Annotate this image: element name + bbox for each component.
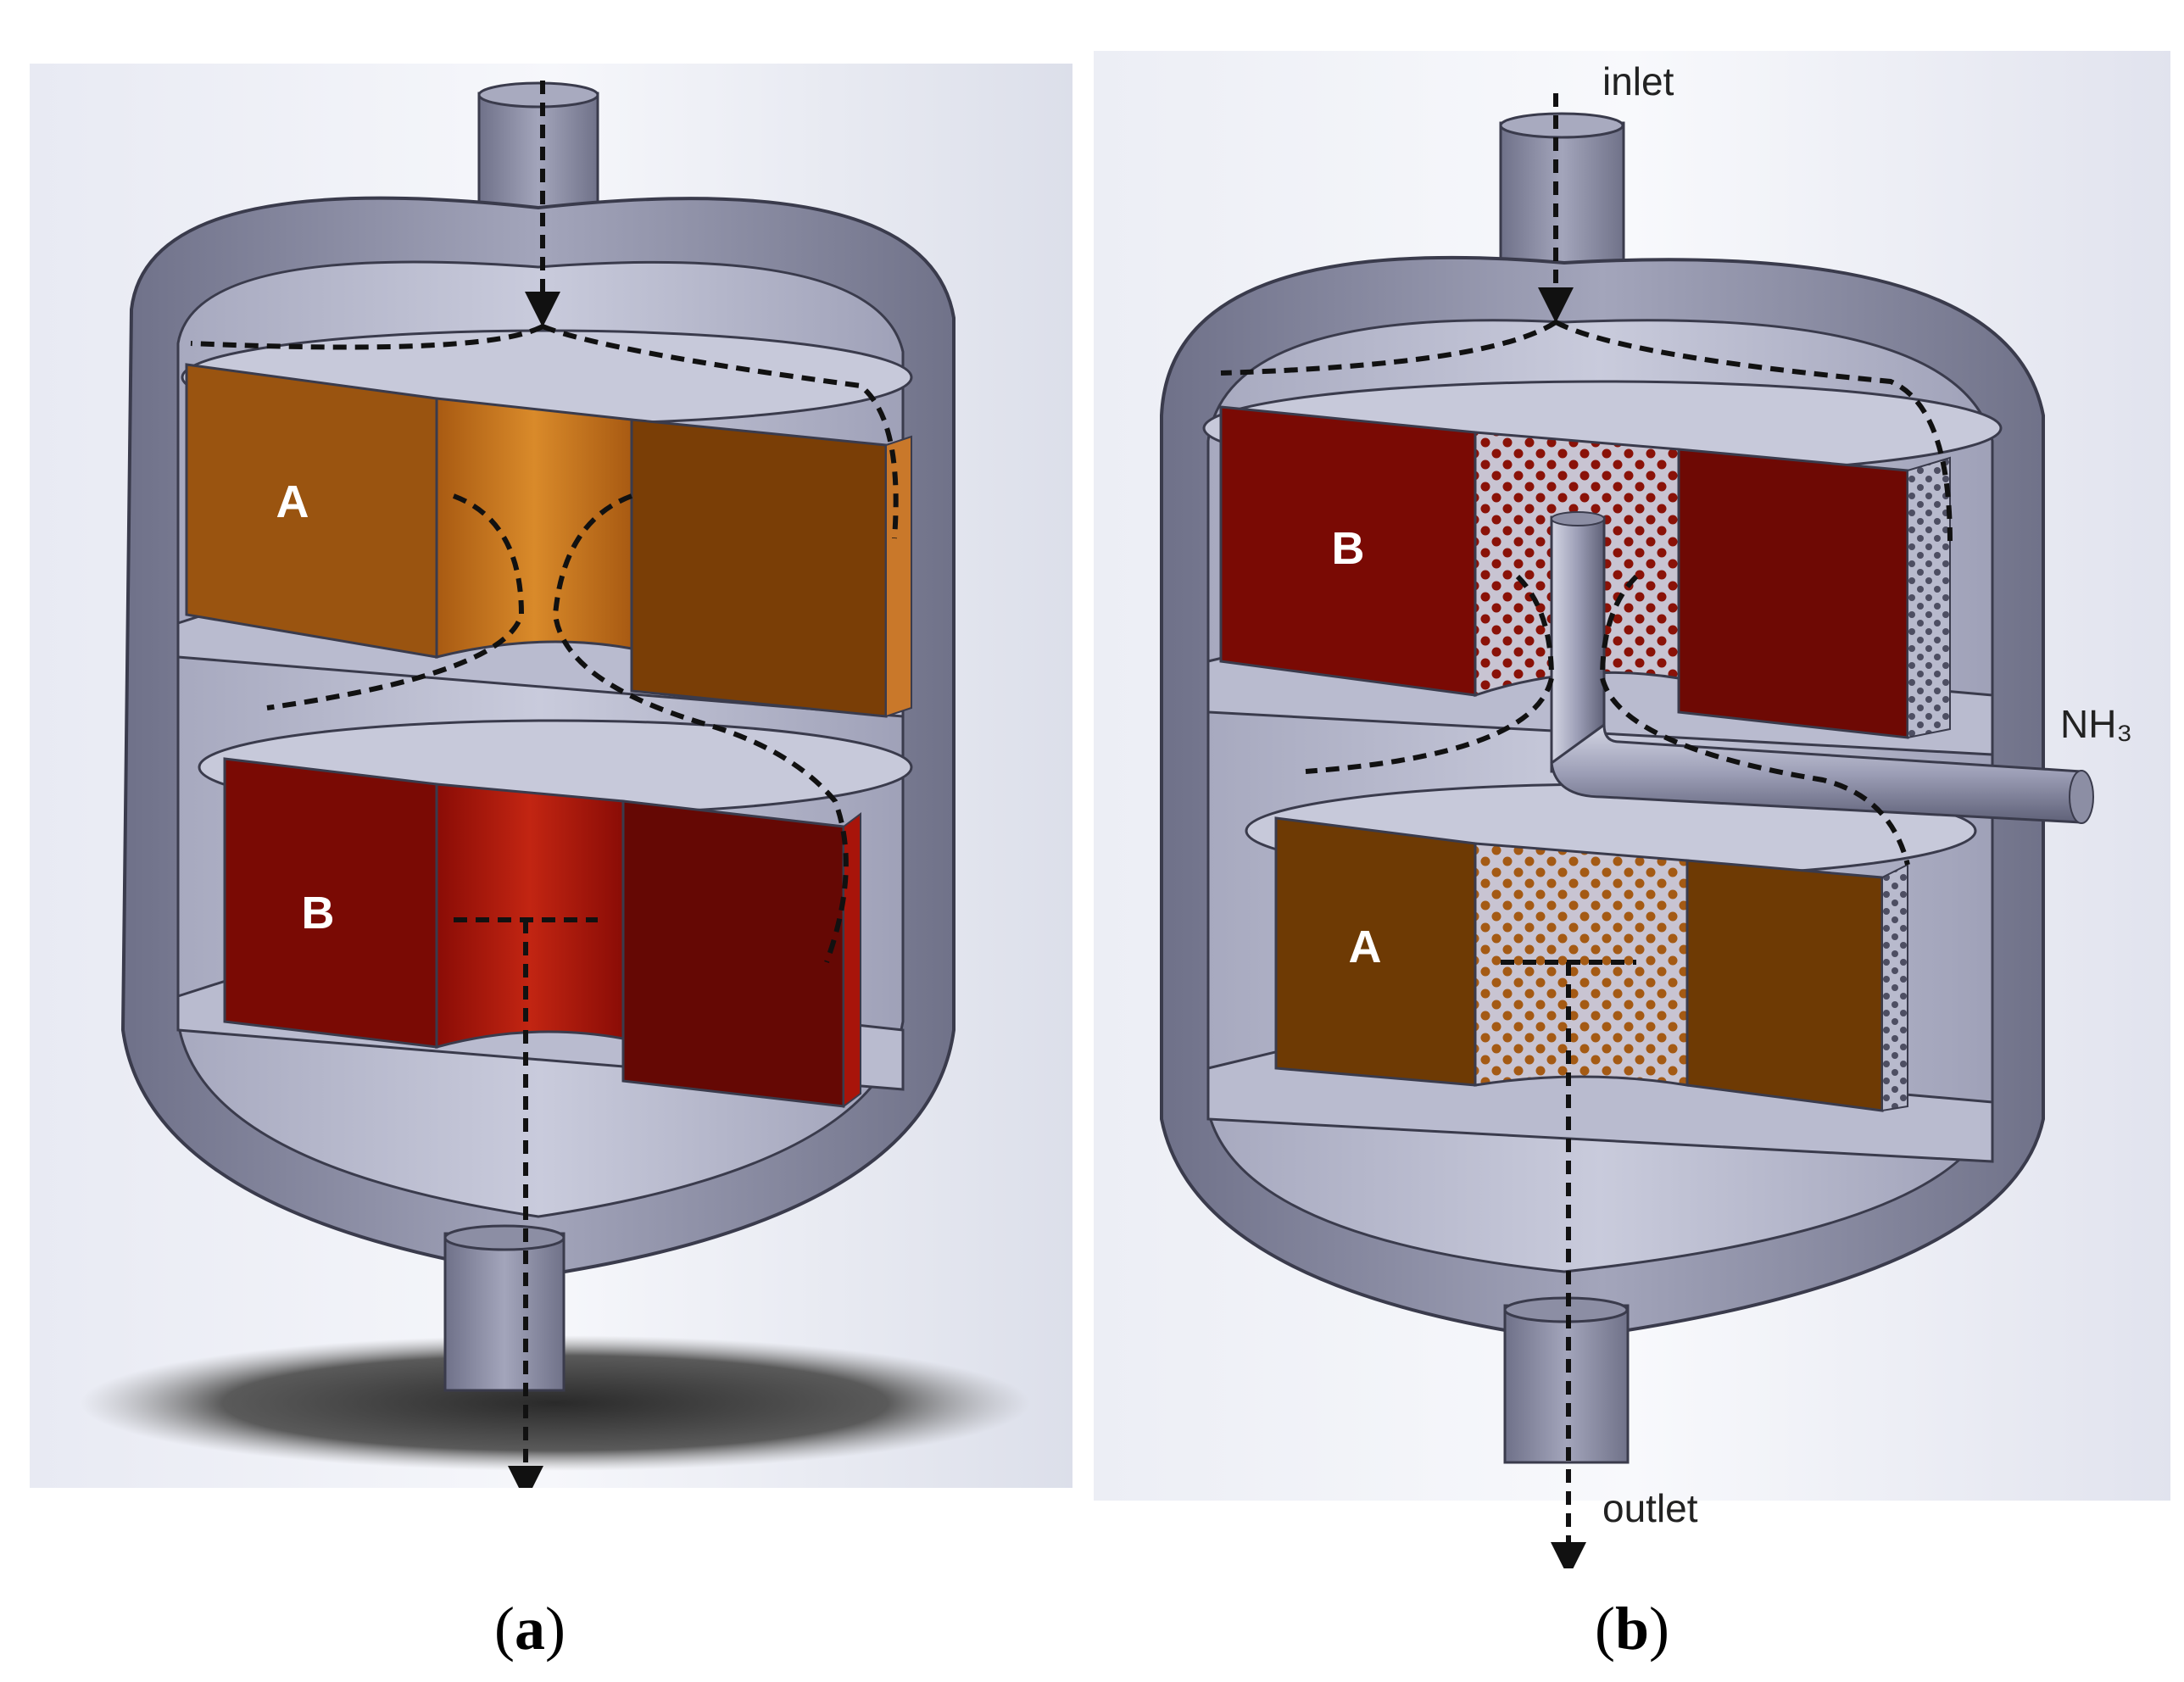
bed-label-bottom: B <box>302 888 335 938</box>
outlet-nozzle <box>443 1224 566 1392</box>
bed-label-top: A <box>276 476 309 527</box>
flow-path-arrows <box>1220 93 1953 1568</box>
catalyst-bed-bottom <box>198 719 913 1108</box>
caption-b-letter: b <box>1614 1595 1650 1663</box>
flow-path-arrows <box>190 81 899 1488</box>
outlet-label: outlet <box>1602 1486 1698 1530</box>
catalyst-bed-top <box>181 329 913 718</box>
caption-a-letter: a <box>515 1595 545 1663</box>
reactor-diagram-b: B A NH₃ inlet outlet <box>1094 51 2170 1568</box>
inlet-label: inlet <box>1602 59 1674 103</box>
nh3-label: NH₃ <box>2060 702 2132 746</box>
catalyst-bed-bottom <box>1245 783 1977 1112</box>
reactor-diagram-a: A B <box>30 64 1072 1488</box>
catalyst-bed-top <box>1202 380 2003 739</box>
bed-label-bottom: A <box>1349 922 1382 972</box>
caption-b: (b) <box>1594 1595 1669 1663</box>
caption-a: (a) <box>494 1595 566 1663</box>
bed-label-top: B <box>1332 523 1365 574</box>
ground-shadow <box>81 1335 1030 1471</box>
